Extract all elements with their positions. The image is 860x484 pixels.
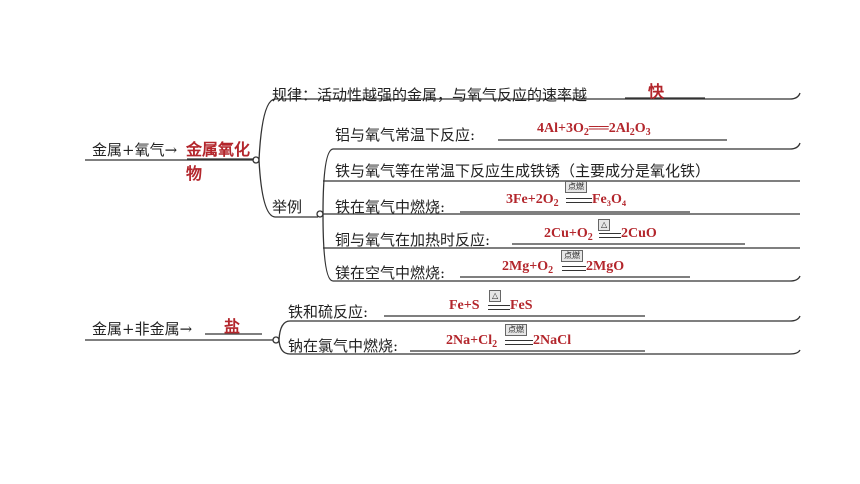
- example-fes-equation-right: FeS: [510, 298, 533, 313]
- example-fes-label: 铁和硫反应:: [288, 303, 369, 321]
- root-nonmetal-label: 金属+非金属→: [92, 320, 193, 338]
- condition-ignite-badge: 点燃: [505, 324, 527, 336]
- example-cu-equation-right: 2CuO: [621, 226, 657, 241]
- example-nacl-label: 钠在氯气中燃烧:: [288, 337, 399, 355]
- example-mg-equation-right: 2MgO: [586, 259, 625, 274]
- reaction-bar: [566, 198, 592, 203]
- example-al-label: 铝与氧气常温下反应:: [335, 126, 476, 144]
- reaction-bar: [488, 305, 510, 310]
- example-cu-equation-left: 2Cu+O2: [544, 226, 593, 243]
- example-al-equation: 4Al+3O2══2Al2O3: [537, 121, 651, 138]
- example-nacl-equation-left: 2Na+Cl2: [446, 333, 498, 350]
- example-mg-label: 镁在空气中燃烧:: [335, 264, 446, 282]
- examples-label: 举例: [272, 198, 303, 216]
- example-fe-equation-left: 3Fe+2O2: [506, 192, 559, 209]
- example-cu-label: 铜与氧气在加热时反应:: [335, 231, 491, 249]
- root-oxygen-label: 金属+氧气→: [92, 141, 178, 159]
- example-nacl-equation-right: 2NaCl: [533, 333, 572, 348]
- condition-heat-badge: △: [598, 219, 611, 231]
- root-oxygen-answer-line2: 物: [186, 164, 203, 183]
- root-oxygen-answer-line1: 金属氧化: [186, 140, 251, 159]
- example-mg-equation-left: 2Mg+O2: [502, 259, 554, 276]
- example-fes-equation-left: Fe+S: [449, 298, 480, 313]
- reaction-bar: [505, 340, 533, 345]
- reaction-bar: [562, 266, 586, 271]
- condition-ignite-badge: 点燃: [565, 181, 587, 193]
- condition-heat-badge: △: [489, 290, 502, 302]
- reaction-bar: [599, 233, 621, 238]
- rule-answer: 快: [648, 82, 665, 101]
- condition-ignite-badge: 点燃: [561, 250, 583, 262]
- root-nonmetal-answer: 盐: [224, 317, 241, 336]
- rule-label: 规律：活动性越强的金属，与氧气反应的速率越: [272, 86, 588, 104]
- example-fe-equation-right: Fe₃O₄: [592, 192, 627, 207]
- example-fe-label: 铁在氧气中燃烧:: [335, 198, 446, 216]
- example-rust-label: 铁与氧气等在常温下反应生成铁锈（主要成分是氧化铁）: [335, 162, 711, 180]
